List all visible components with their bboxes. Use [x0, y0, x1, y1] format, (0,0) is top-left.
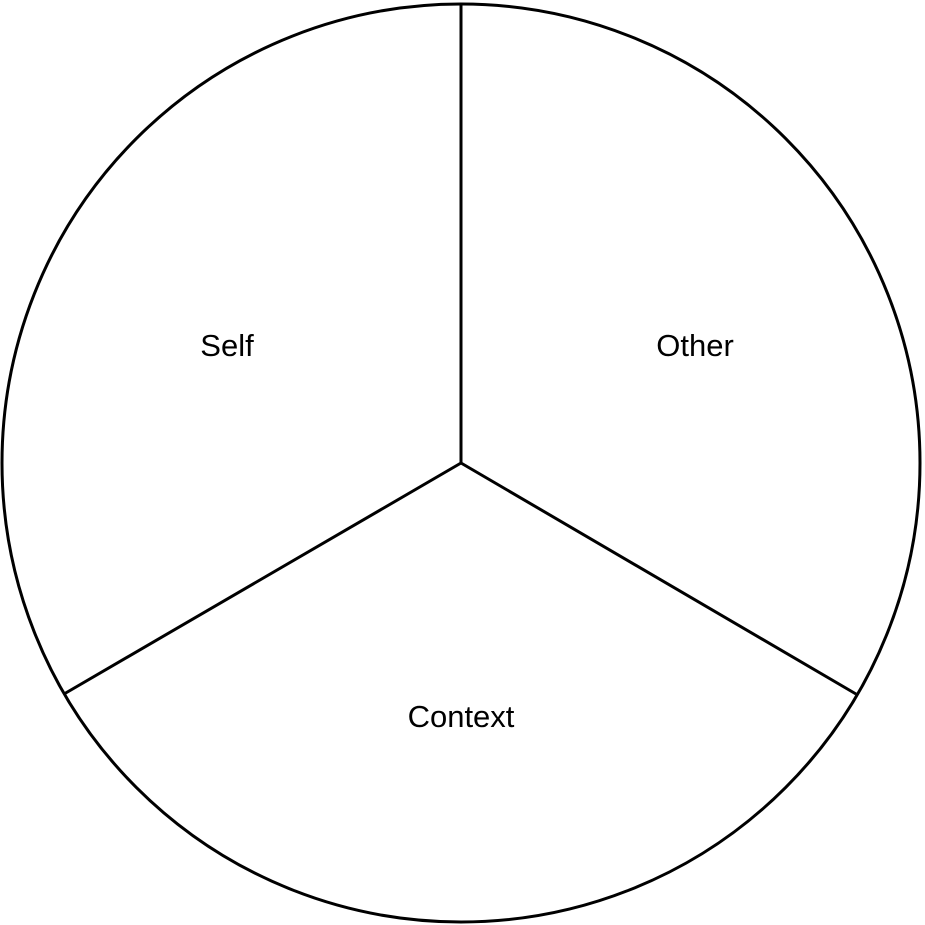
divider-lower-left [63, 461, 462, 696]
divider-lower-right [460, 461, 857, 696]
segment-label-other: Other [656, 328, 734, 363]
segment-label-self: Self [200, 328, 254, 363]
segment-label-context: Context [408, 699, 515, 734]
